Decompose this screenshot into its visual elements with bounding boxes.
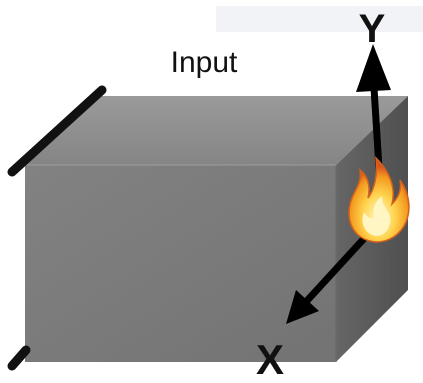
- y-axis-label: Y: [359, 7, 386, 51]
- y-axis-arrowhead: [356, 44, 391, 92]
- x-axis-arrow: [301, 229, 373, 307]
- block: [25, 96, 408, 362]
- x-axis-arrowhead: [286, 290, 319, 324]
- input-edge-bar-top: [7, 85, 107, 177]
- background-strip: [216, 6, 423, 32]
- input-label: Input: [171, 46, 238, 79]
- block-top-face: [25, 96, 408, 165]
- x-axis-label: X: [256, 336, 284, 383]
- flame-icon: [348, 155, 410, 243]
- input-edge-bar-bottom: [7, 345, 31, 371]
- block-front-face: [25, 165, 336, 362]
